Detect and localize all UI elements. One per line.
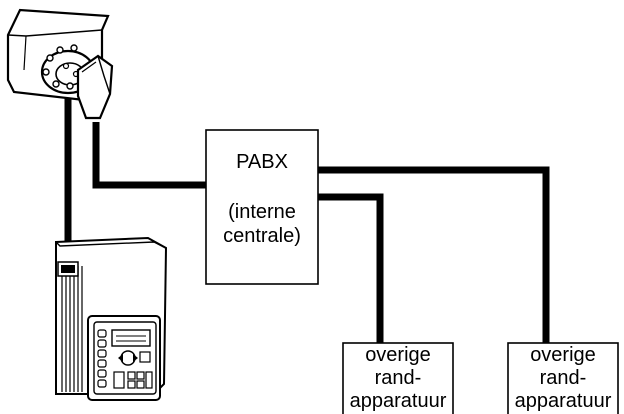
cable-pabx-to-peripheral-right	[318, 166, 550, 343]
pabx-subtitle-line1: (interne	[228, 201, 296, 223]
cables	[64, 88, 550, 343]
peripheral-left-line2: rand-	[375, 367, 422, 389]
pabx-box: PABX (interne centrale)	[205, 129, 319, 285]
peripheral-right-line2: rand-	[540, 367, 587, 389]
peripheral-left-line3: apparatuur	[350, 390, 447, 412]
peripheral-left-frame	[342, 342, 454, 414]
modem-icon	[55, 236, 168, 401]
peripheral-left-line1: overige	[365, 344, 431, 366]
peripheral-right-line1: overige	[530, 344, 596, 366]
pabx-frame	[205, 129, 319, 285]
peripheral-right-box: overige rand- apparatuur	[507, 342, 619, 414]
cable-pabx-to-peripheral-left	[318, 193, 384, 343]
cable-plug-to-pabx	[92, 122, 206, 189]
pabx-subtitle-line2: centrale)	[223, 225, 301, 247]
peripheral-right-frame	[507, 342, 619, 414]
pabx-title: PABX	[236, 151, 288, 173]
plug-icon	[76, 54, 114, 120]
peripheral-left-box: overige rand- apparatuur	[342, 342, 454, 414]
peripheral-right-line3: apparatuur	[515, 390, 612, 412]
